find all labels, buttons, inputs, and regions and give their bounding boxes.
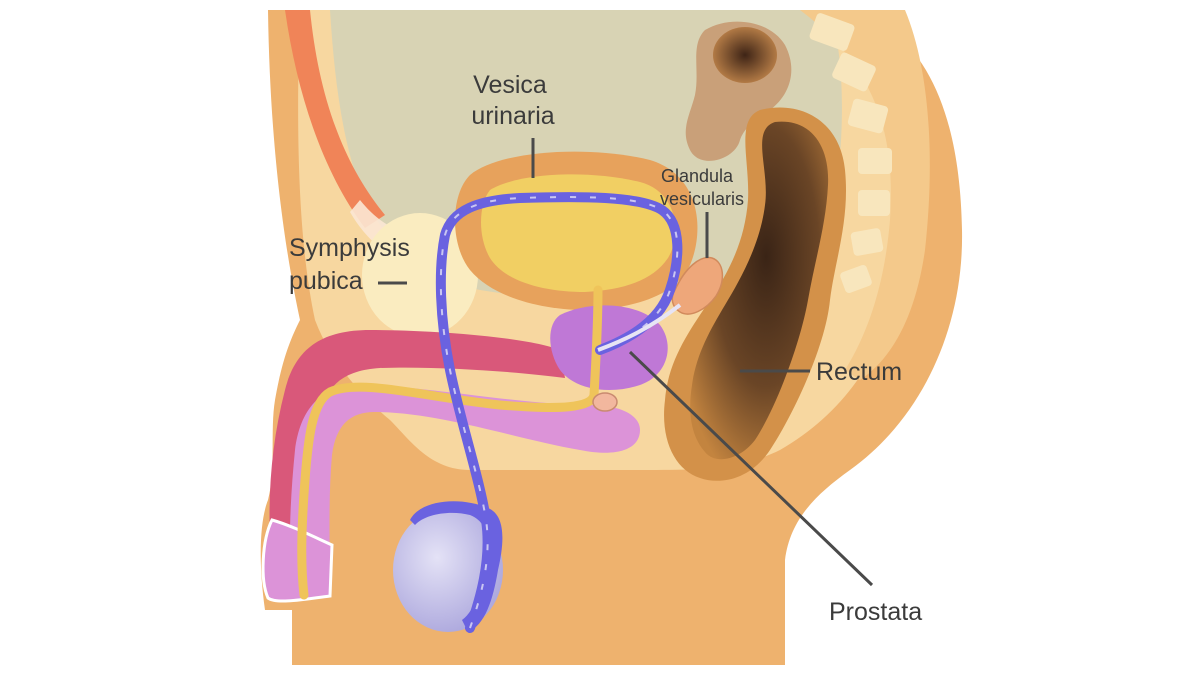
vesica-label-line1: Vesica [473, 71, 547, 99]
rectum-label: Rectum [816, 358, 902, 386]
glandula-label-line1: Glandula [661, 166, 734, 186]
symphysis-label-line2: pubica [289, 267, 363, 295]
vesica-urinaria [481, 174, 675, 292]
colon-lumen [713, 27, 777, 83]
vesica-label-line2: urinaria [471, 102, 554, 130]
prostata-label: Prostata [829, 598, 922, 626]
symphysis-label-line1: Symphysis [289, 234, 410, 262]
bulbourethral-gland [593, 393, 617, 411]
glandula-label-line2: vesicularis [660, 189, 744, 209]
